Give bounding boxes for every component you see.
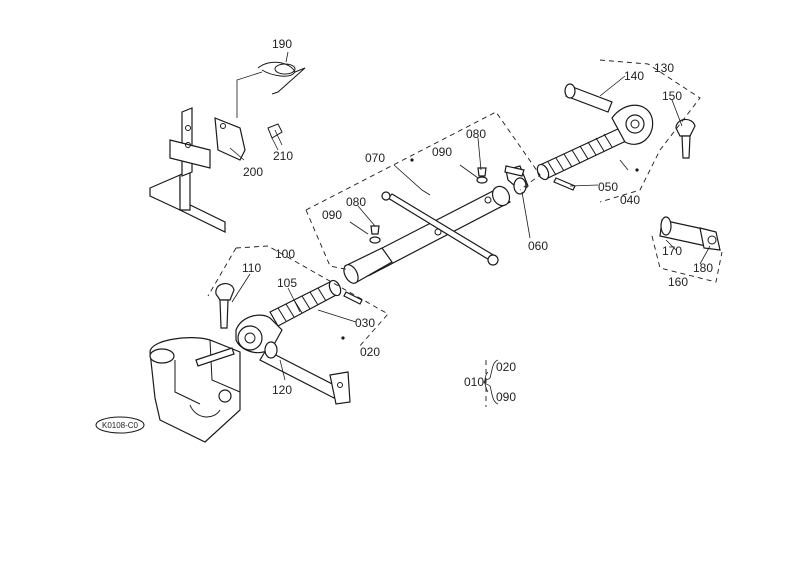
label-090-key: 090 (496, 390, 516, 404)
label-080-lower: 080 (346, 195, 366, 209)
clip-180 (707, 235, 717, 245)
label-180: 180 (693, 261, 713, 275)
label-090-lower: 090 (322, 208, 342, 222)
pin-120 (259, 341, 351, 405)
label-060: 060 (528, 239, 548, 253)
label-080-upper: 080 (466, 127, 486, 141)
label-200: 200 (243, 165, 263, 179)
label-010: 010 (464, 375, 484, 389)
ball-joint-140 (564, 83, 654, 145)
label-210: 210 (273, 149, 293, 163)
grease-nipple-080-upper (476, 167, 488, 184)
label-130: 130 (654, 61, 674, 75)
pin-170 (659, 216, 721, 251)
label-090-upper: 090 (432, 145, 452, 159)
clip-210 (267, 123, 283, 146)
label-105: 105 (277, 276, 297, 290)
spring-pin-190 (257, 61, 306, 95)
label-160: 160 (668, 275, 688, 289)
reference-code: K0108-C0 (102, 421, 139, 430)
pin-050 (553, 177, 576, 191)
label-120: 120 (272, 383, 292, 397)
label-030: 030 (355, 316, 375, 330)
label-100: 100 (275, 247, 295, 261)
label-170: 170 (662, 244, 682, 258)
label-110: 110 (242, 261, 261, 275)
hitch-block (149, 337, 241, 443)
reference-oval (95, 416, 145, 434)
threaded-rod-020 (269, 279, 342, 327)
lynch-pin-110 (215, 283, 235, 329)
label-020: 020 (360, 345, 380, 359)
label-040: 040 (620, 193, 640, 207)
bracket-assembly (149, 71, 263, 233)
grease-nipple-080-lower (369, 225, 381, 244)
label-190: 190 (272, 37, 292, 51)
threaded-rod-040 (536, 127, 629, 181)
label-140: 140 (624, 69, 644, 83)
pin-030 (343, 291, 363, 305)
label-050: 050 (598, 180, 618, 194)
main-rod-070 (343, 185, 512, 284)
label-150: 150 (662, 89, 682, 103)
label-070: 070 (365, 151, 385, 165)
label-020-key: 020 (496, 360, 516, 374)
lock-060 (504, 165, 529, 195)
